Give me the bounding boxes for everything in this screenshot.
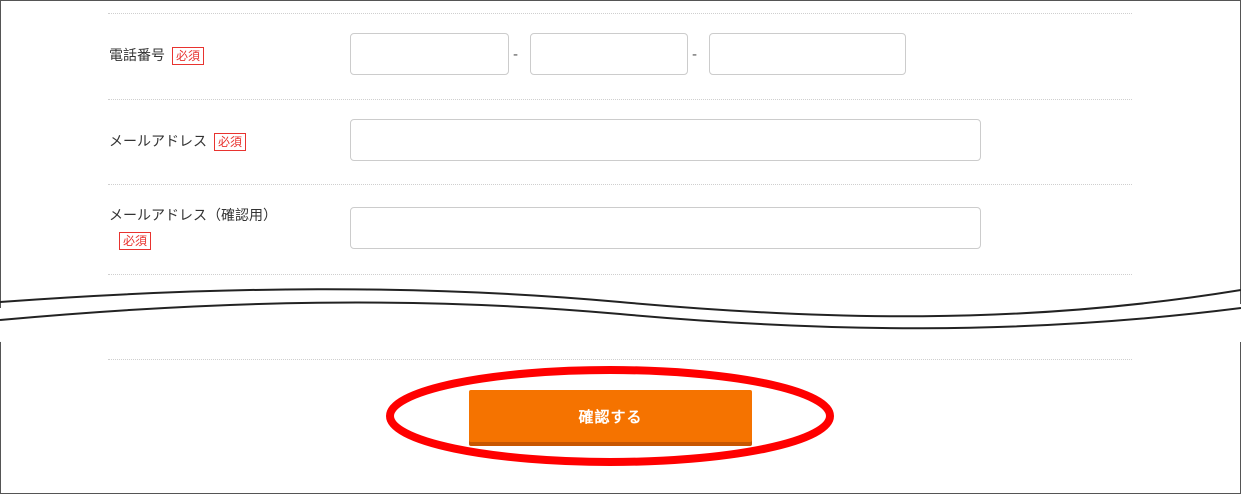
email-label: メールアドレス [109,134,207,150]
row-divider [108,274,1132,275]
phone-field-2[interactable] [530,33,688,75]
phone-label: 電話番号 [109,48,165,64]
phone-label-group: 電話番号必須 [109,46,205,66]
email-confirm-label-group: メールアドレス（確認用） 必須 [109,206,277,250]
row-divider [108,99,1132,100]
email-field[interactable] [350,119,981,161]
required-badge: 必須 [214,133,247,151]
row-divider [108,359,1132,360]
email-label-group: メールアドレス必須 [109,132,247,152]
phone-separator: - [513,47,519,63]
confirm-button[interactable]: 確認する [469,390,752,442]
phone-separator: - [692,47,698,63]
phone-field-1[interactable] [350,33,509,75]
email-confirm-field[interactable] [350,207,981,249]
phone-field-3[interactable] [709,33,906,75]
required-badge: 必須 [172,47,205,65]
required-badge: 必須 [119,232,152,250]
row-divider [108,13,1132,14]
omission-wave-cut [0,280,1241,342]
row-divider [108,184,1132,185]
email-confirm-label: メールアドレス（確認用） [109,208,277,224]
